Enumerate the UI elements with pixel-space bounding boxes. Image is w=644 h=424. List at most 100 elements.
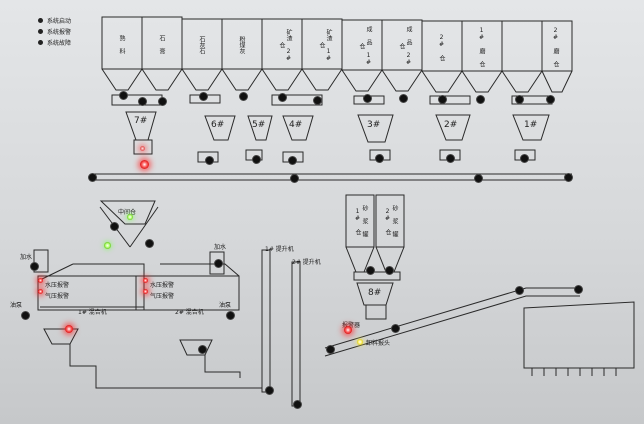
silo-label-10: 1# 磨 仓 bbox=[478, 27, 485, 67]
motor-icon bbox=[391, 324, 400, 333]
motor-icon bbox=[520, 154, 529, 163]
elevator-2-label: 2# 提升机 bbox=[292, 259, 321, 266]
legend-start: 系统启动 bbox=[38, 16, 71, 25]
silo-label-4: 粉煤灰 bbox=[238, 36, 245, 54]
scale-4-label: 4# bbox=[289, 120, 303, 130]
legend-alarm: 系统报警 bbox=[38, 27, 71, 36]
motor-icon bbox=[145, 239, 154, 248]
water-right-label: 加水 bbox=[214, 244, 227, 251]
motor-icon bbox=[119, 91, 128, 100]
motor-icon bbox=[288, 156, 297, 165]
motor-icon bbox=[290, 174, 299, 183]
motor-icon bbox=[476, 95, 485, 104]
motor-icon bbox=[363, 94, 372, 103]
alarm-label: 报警器 bbox=[342, 322, 361, 329]
scale-5-label: 5# bbox=[252, 120, 266, 130]
motor-icon bbox=[278, 93, 287, 102]
storage-bin bbox=[523, 301, 635, 369]
mixer1-alarm-water: 水压报警 bbox=[45, 282, 70, 289]
lamp-icon bbox=[38, 29, 43, 34]
discharge-yellow-indicator bbox=[357, 339, 363, 345]
motor-icon bbox=[293, 400, 302, 409]
mixer2-alarm-air-indicator bbox=[143, 289, 148, 294]
discharge-label: 卸料报头 bbox=[366, 340, 391, 347]
silo-label-11: 2# 磨 仓 bbox=[552, 27, 559, 67]
motor-icon bbox=[446, 154, 455, 163]
lamp-icon bbox=[38, 18, 43, 23]
silo-label-1: 熟 料 bbox=[118, 34, 125, 54]
motor-icon bbox=[226, 311, 235, 320]
motor-icon bbox=[546, 95, 555, 104]
mortar-alarm-red-indicator bbox=[344, 326, 352, 334]
motor-icon bbox=[158, 97, 167, 106]
mortar-silo-1-label: 砂 浆 罐 1# 仓 bbox=[354, 205, 368, 237]
elevator-1 bbox=[261, 249, 271, 393]
oil-right-label: 油泵 bbox=[219, 302, 232, 309]
motor-icon bbox=[515, 286, 524, 295]
scale-6-label: 6# bbox=[211, 120, 225, 130]
motor-icon bbox=[199, 92, 208, 101]
motor-icon bbox=[399, 94, 408, 103]
silo-label-6: 矿渣 1# 仓 bbox=[318, 28, 332, 62]
motor-icon bbox=[21, 311, 30, 320]
mixer1-alarm-water-indicator bbox=[38, 278, 43, 283]
mixer-green-indicator bbox=[104, 242, 111, 249]
scale-1-label: 1# bbox=[524, 120, 538, 130]
motor-icon bbox=[88, 173, 97, 182]
motor-icon bbox=[239, 92, 248, 101]
motor-icon bbox=[564, 173, 573, 182]
motor-icon bbox=[252, 155, 261, 164]
scale-3-label: 3# bbox=[367, 120, 381, 130]
mixer1-name: 1# 混合机 bbox=[78, 309, 107, 316]
incline-conveyor bbox=[324, 287, 580, 357]
scale-7-red-indicator-2 bbox=[140, 146, 145, 151]
mixer2-alarm-water-indicator bbox=[143, 278, 148, 283]
motor-icon bbox=[30, 262, 39, 271]
silo-label-9: 2# 仓 bbox=[438, 33, 445, 61]
motor-icon bbox=[138, 97, 147, 106]
mixer2-name: 2# 混合机 bbox=[175, 309, 204, 316]
motor-icon bbox=[110, 222, 119, 231]
motor-icon bbox=[214, 259, 223, 268]
oil-left-label: 油泵 bbox=[10, 302, 23, 309]
middle-bin-green-indicator bbox=[127, 214, 133, 220]
motor-icon bbox=[474, 174, 483, 183]
motor-icon bbox=[574, 285, 583, 294]
elevator-2 bbox=[291, 261, 301, 407]
mortar-silo-2-label: 砂 浆 罐 2# 仓 bbox=[384, 205, 398, 237]
mixer2-alarm-water: 水压报警 bbox=[150, 282, 175, 289]
motor-icon bbox=[366, 266, 375, 275]
mixer2-alarm-air: 气压报警 bbox=[150, 293, 175, 300]
motor-icon bbox=[265, 386, 274, 395]
scale-7-red-indicator bbox=[140, 160, 149, 169]
motor-icon bbox=[313, 96, 322, 105]
mixer1-alarm-air-indicator bbox=[38, 289, 43, 294]
motor-icon bbox=[198, 345, 207, 354]
mixer1-discharge-red-indicator bbox=[65, 325, 73, 333]
silo-label-8: 成 品 2# 仓 bbox=[398, 26, 412, 66]
elevator-1-label: 1# 提升机 bbox=[265, 246, 294, 253]
motor-icon bbox=[385, 266, 394, 275]
legend-fault: 系统故障 bbox=[38, 38, 71, 47]
scale-2-label: 2# bbox=[444, 120, 458, 130]
silo-label-5: 矿渣 2# 仓 bbox=[278, 28, 292, 62]
motor-icon bbox=[515, 95, 524, 104]
main-conveyor bbox=[91, 173, 572, 181]
top-silo-row bbox=[101, 16, 573, 106]
scale-8-label: 8# bbox=[368, 288, 382, 298]
water-left-label: 加水 bbox=[20, 254, 33, 261]
scale-hoppers bbox=[125, 111, 550, 163]
silo-label-7: 成 品 1# 仓 bbox=[358, 26, 372, 66]
motor-icon bbox=[438, 95, 447, 104]
motor-icon bbox=[375, 154, 384, 163]
silo-label-3: 石灰石 bbox=[198, 36, 205, 54]
middle-bin-label: 中间仓 bbox=[118, 209, 137, 216]
lamp-icon bbox=[38, 40, 43, 45]
motor-icon bbox=[205, 156, 214, 165]
silo-label-2: 石 膏 bbox=[158, 34, 165, 54]
scale-7-label: 7# bbox=[134, 116, 148, 126]
motor-icon bbox=[326, 345, 335, 354]
mixer1-alarm-air: 气压报警 bbox=[45, 293, 70, 300]
